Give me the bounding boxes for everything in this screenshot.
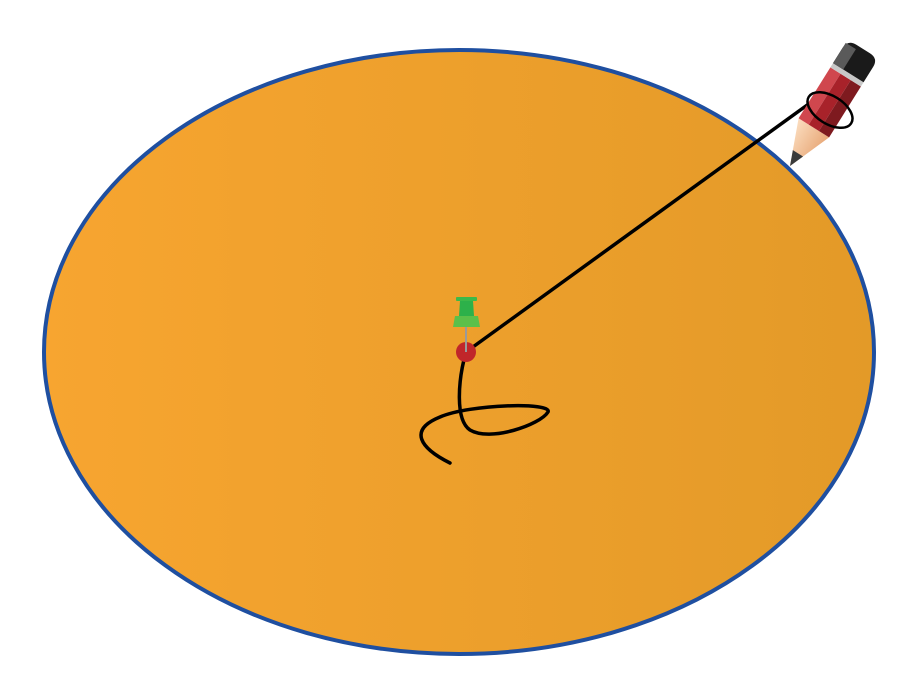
string-loop	[806, 90, 854, 130]
string-curl	[419, 350, 550, 465]
pencil-icon	[790, 42, 876, 166]
string-taut	[464, 101, 812, 354]
push-pin-icon	[453, 297, 480, 362]
